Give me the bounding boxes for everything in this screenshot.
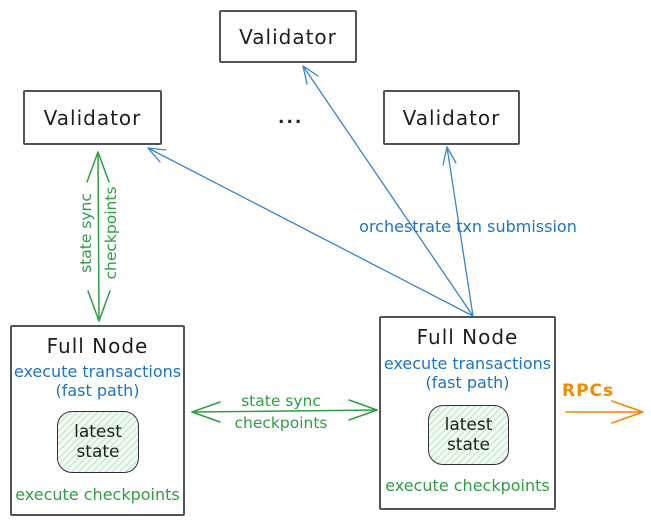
latest-state-line1: latest (74, 422, 122, 442)
full-node-box-right: Full Node execute transactions (fast pat… (379, 316, 556, 510)
full-node-left-execute-checkpoints: execute checkpoints (15, 485, 180, 504)
rpcs-label: RPCs (562, 381, 615, 401)
full-node-box-left: Full Node execute transactions (fast pat… (10, 325, 185, 516)
latest-state-box-right: latest state (428, 405, 509, 465)
validator-box-left: Validator (23, 90, 162, 145)
full-node-right-execute-transactions: execute transactions (fast path) (381, 354, 554, 392)
state-sync-vertical-label-line2: checkpoints (102, 186, 120, 280)
execute-transactions-text: execute transactions (13, 362, 182, 381)
state-sync-vertical-label-line1: state sync (77, 193, 95, 273)
orchestrate-arrows (147, 65, 474, 317)
validator-top-label: Validator (239, 24, 337, 49)
latest-state-line2: state (446, 435, 491, 455)
latest-state-line2: state (76, 442, 120, 462)
execute-transactions-text: execute transactions (383, 354, 552, 373)
fast-path-text: (fast path) (55, 381, 140, 400)
state-sync-horizontal-label-line2: checkpoints (234, 414, 328, 432)
full-node-left-execute-transactions: execute transactions (fast path) (12, 362, 183, 400)
fast-path-text: (fast path) (425, 373, 510, 392)
validator-left-label: Validator (43, 105, 142, 130)
orchestrate-label: orchestrate txn submission (359, 217, 577, 236)
latest-state-box-left: latest state (57, 411, 139, 473)
rpcs-arrow (565, 400, 644, 424)
latest-state-line1: latest (444, 415, 493, 435)
validator-box-top: Validator (219, 10, 357, 63)
state-sync-vertical-arrow (86, 151, 111, 322)
state-sync-horizontal-label-line1: state sync (241, 392, 321, 410)
validator-right-label: Validator (402, 105, 501, 130)
state-sync-horizontal-arrow (191, 399, 378, 423)
validators-ellipsis: ... (278, 108, 304, 128)
full-node-right-execute-checkpoints: execute checkpoints (385, 476, 550, 495)
full-node-left-title: Full Node (46, 334, 149, 358)
full-node-right-title: Full Node (416, 325, 519, 349)
validator-box-right: Validator (383, 90, 520, 145)
